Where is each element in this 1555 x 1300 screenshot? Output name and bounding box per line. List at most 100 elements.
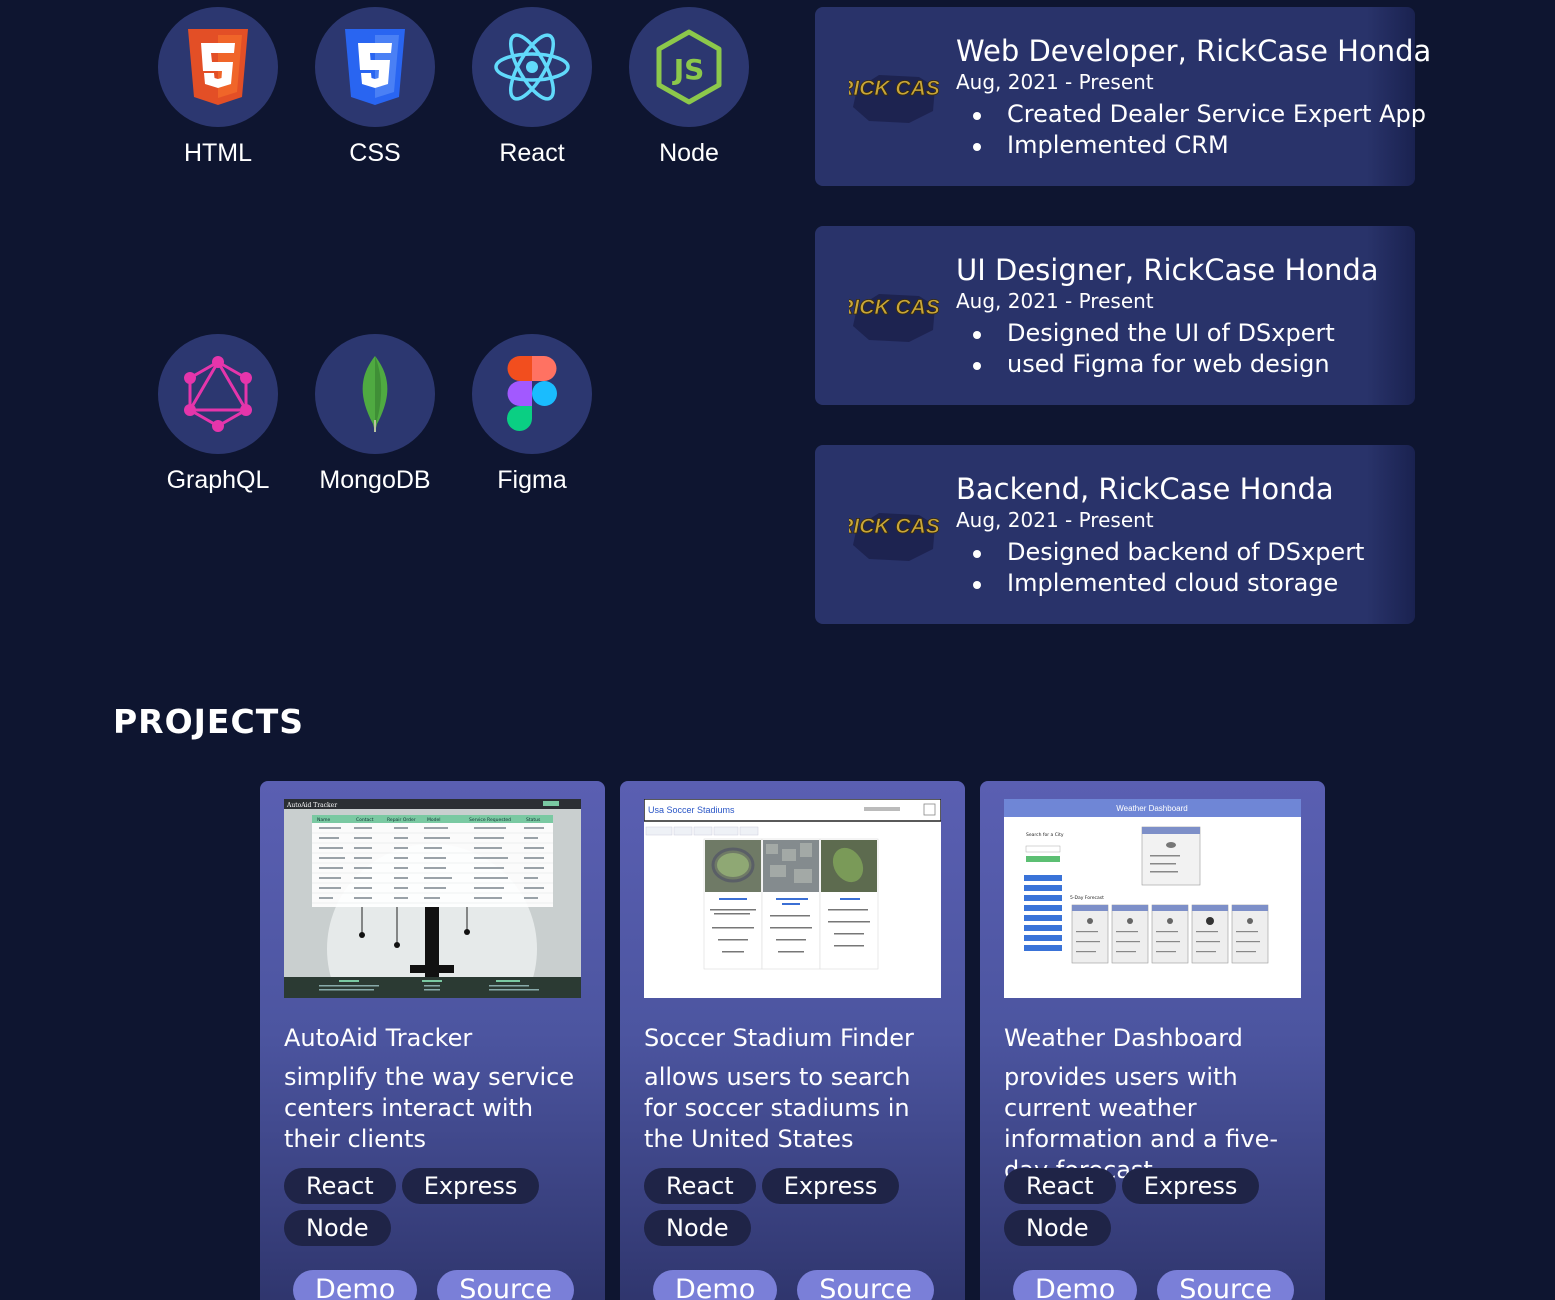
rick-case-logo: RICK CASE: [849, 75, 939, 123]
skill-circle: [472, 7, 592, 127]
skill-label: GraphQL: [166, 466, 270, 494]
demo-button[interactable]: Demo: [1013, 1270, 1138, 1300]
skill-figma: Figma: [472, 334, 592, 495]
mongodb-icon: [362, 356, 388, 432]
tech-tag: Node: [284, 1210, 391, 1246]
graphql-icon: [184, 356, 252, 432]
project-actions: Demo Source: [293, 1270, 574, 1300]
svg-text:Status: Status: [526, 817, 541, 823]
project-tags: React Express Node: [284, 1168, 584, 1246]
experience-body: Web Developer, RickCase Honda Aug, 2021 …: [956, 33, 1432, 161]
skill-node: JS Node: [629, 7, 749, 168]
source-button[interactable]: Source: [1157, 1270, 1294, 1300]
svg-text:JS: JS: [672, 53, 705, 86]
svg-text:Service Requested: Service Requested: [469, 817, 511, 823]
html5-icon: [188, 29, 248, 105]
project-actions: Demo Source: [1013, 1270, 1294, 1300]
experience-bullets: Designed the UI of DSxpert used Figma fo…: [956, 318, 1405, 380]
tech-tag: Node: [644, 1210, 751, 1246]
experience-bullets: Designed backend of DSxpert Implemented …: [956, 537, 1405, 599]
project-description: simplify the way service centers interac…: [284, 1063, 575, 1153]
experience-card: RICK CASE UI Designer, RickCase Honda Au…: [815, 226, 1415, 405]
skill-label: Node: [659, 139, 719, 167]
skill-label: HTML: [183, 139, 253, 167]
skill-react: React: [472, 7, 592, 168]
project-card: AutoAid Tracker Name Contact Repair Orde…: [260, 781, 605, 1300]
experience-bullet: used Figma for web design: [956, 349, 1405, 380]
experience-date: Aug, 2021 - Present: [956, 508, 1154, 532]
rick-case-logo: RICK CASE: [849, 513, 939, 561]
experience-title: Web Developer, RickCase Honda: [956, 34, 1432, 68]
css3-icon: [345, 29, 405, 105]
source-button[interactable]: Source: [797, 1270, 934, 1300]
tech-tag: Express: [761, 1168, 900, 1204]
experience-card: RICK CASE Web Developer, RickCase Honda …: [815, 7, 1432, 186]
svg-text:AutoAid Tracker: AutoAid Tracker: [286, 802, 337, 809]
svg-text:RICK CASE: RICK CASE: [849, 77, 939, 100]
tech-tag: Node: [1004, 1210, 1111, 1246]
project-title: Soccer Stadium Finder: [644, 1024, 914, 1052]
experience-body: Backend, RickCase Honda Aug, 2021 - Pres…: [956, 471, 1405, 599]
tech-tag: Express: [1121, 1168, 1260, 1204]
experience-bullet: Implemented CRM: [956, 130, 1405, 161]
skill-label: CSS: [349, 139, 401, 167]
experience-bullet: Designed backend of DSxpert: [956, 537, 1405, 568]
experience-bullet: Implemented cloud storage: [956, 568, 1405, 599]
experience-date: Aug, 2021 - Present: [956, 289, 1154, 313]
source-button[interactable]: Source: [437, 1270, 574, 1300]
projects-heading: PROJECTS: [113, 702, 304, 741]
skill-circle: [315, 334, 435, 454]
react-icon: [494, 33, 570, 101]
demo-button[interactable]: Demo: [653, 1270, 778, 1300]
experience-body: UI Designer, RickCase Honda Aug, 2021 - …: [956, 252, 1405, 380]
tech-tag: React: [644, 1168, 756, 1204]
nodejs-icon: JS: [656, 29, 722, 105]
experience-card: RICK CASE Backend, RickCase Honda Aug, 2…: [815, 445, 1415, 624]
project-card: Usa Soccer Stadiums: [620, 781, 965, 1300]
svg-text:Usa Soccer Stadiums: Usa Soccer Stadiums: [648, 805, 735, 815]
skill-label: MongoDB: [319, 466, 431, 494]
project-description: allows users to search for soccer stadiu…: [644, 1063, 911, 1153]
skill-circle: [158, 7, 278, 127]
skill-html: HTML: [158, 7, 278, 168]
skill-label: Figma: [497, 466, 567, 494]
svg-text:Repair Order: Repair Order: [387, 817, 416, 823]
experience-bullet: Designed the UI of DSxpert: [956, 318, 1405, 349]
svg-text:Weather Dashboard: Weather Dashboard: [1116, 804, 1187, 813]
skill-css: CSS: [315, 7, 435, 168]
project-actions: Demo Source: [653, 1270, 934, 1300]
tech-tag: React: [284, 1168, 396, 1204]
skill-circle: JS: [629, 7, 749, 127]
skill-circle: [315, 7, 435, 127]
demo-button[interactable]: Demo: [293, 1270, 418, 1300]
svg-text:5-Day Forecast: 5-Day Forecast: [1070, 895, 1104, 901]
project-tags: React Express Node: [1004, 1168, 1304, 1246]
skill-circle: [158, 334, 278, 454]
svg-text:Model: Model: [427, 817, 441, 823]
skill-label: React: [499, 139, 565, 167]
project-screenshot[interactable]: AutoAid Tracker Name Contact Repair Orde…: [284, 799, 581, 998]
figma-icon: [507, 356, 557, 431]
project-title: Weather Dashboard: [1004, 1024, 1243, 1052]
project-screenshot[interactable]: Usa Soccer Stadiums: [644, 799, 941, 998]
svg-text:Contact: Contact: [356, 817, 374, 823]
experience-title: UI Designer, RickCase Honda: [956, 253, 1379, 287]
project-card: Weather Dashboard Search for a City 5-Da…: [980, 781, 1325, 1300]
experience-bullets: Created Dealer Service Expert App Implem…: [956, 99, 1426, 161]
skill-graphql: GraphQL: [158, 334, 278, 495]
project-screenshot[interactable]: Weather Dashboard Search for a City 5-Da…: [1004, 799, 1301, 998]
project-title: AutoAid Tracker: [284, 1024, 473, 1052]
skill-mongodb: MongoDB: [315, 334, 435, 495]
svg-text:RICK CASE: RICK CASE: [849, 515, 939, 538]
tech-tag: Express: [401, 1168, 540, 1204]
svg-text:Name: Name: [317, 817, 331, 823]
skill-circle: [472, 334, 592, 454]
rick-case-logo: RICK CASE: [849, 294, 939, 342]
experience-bullet: Created Dealer Service Expert App: [956, 99, 1426, 130]
experience-title: Backend, RickCase Honda: [956, 472, 1334, 506]
experience-date: Aug, 2021 - Present: [956, 70, 1154, 94]
svg-text:RICK CASE: RICK CASE: [849, 296, 939, 319]
tech-tag: React: [1004, 1168, 1116, 1204]
project-tags: React Express Node: [644, 1168, 944, 1246]
svg-text:Search for a City: Search for a City: [1026, 832, 1064, 838]
